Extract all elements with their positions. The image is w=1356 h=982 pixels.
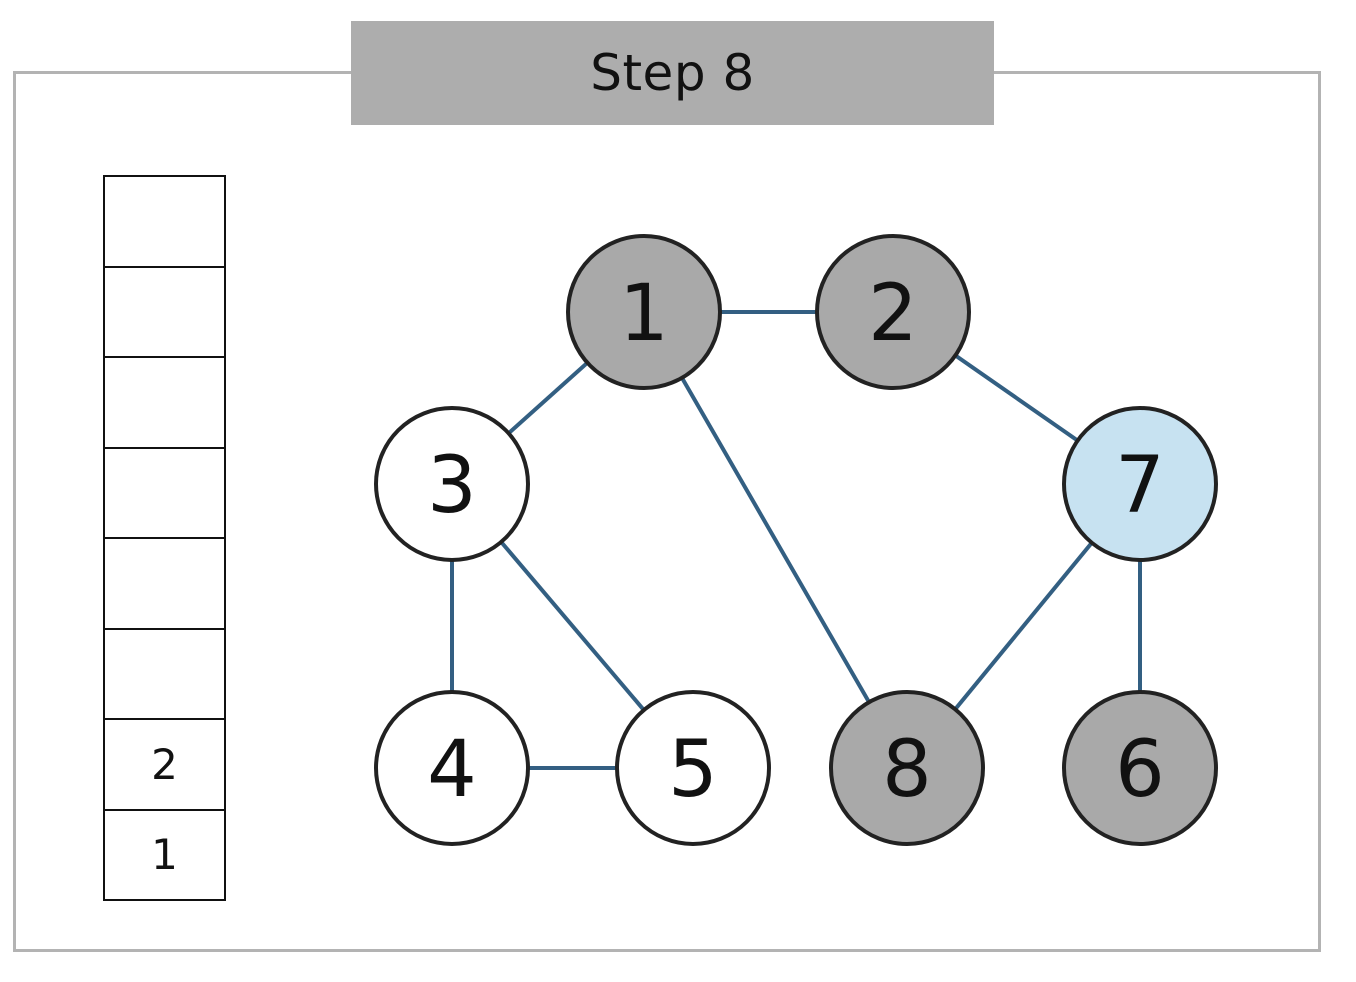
node-6: 6 [1062, 690, 1218, 846]
node-circle-7 [1062, 406, 1218, 562]
node-circle-1 [566, 234, 722, 390]
stack-cell [105, 356, 224, 447]
node-8: 8 [829, 690, 985, 846]
step-title: Step 8 [590, 44, 755, 102]
node-4: 4 [374, 690, 530, 846]
node-circle-8 [829, 690, 985, 846]
stack-cell [105, 627, 224, 719]
node-label-1: 1 [619, 269, 669, 359]
node-label-5: 5 [668, 725, 718, 815]
node-1: 1 [566, 234, 722, 390]
node-label-8: 8 [882, 725, 932, 815]
stack-panel: 2 1 [103, 175, 226, 901]
stack-cell [105, 537, 224, 628]
node-circle-3 [374, 406, 530, 562]
stack-cell [105, 265, 224, 357]
node-label-2: 2 [868, 269, 918, 359]
node-label-6: 6 [1115, 725, 1165, 815]
node-3: 3 [374, 406, 530, 562]
node-label-7: 7 [1115, 441, 1165, 531]
edge-1-8 [642, 311, 909, 769]
node-circle-4 [374, 690, 530, 846]
stack-cell: 1 [105, 808, 224, 900]
step-banner: Step 8 [351, 21, 994, 125]
edge-layer [450, 310, 1142, 770]
node-circle-6 [1062, 690, 1218, 846]
node-layer: 1 2 3 7 4 5 8 6 [374, 234, 1218, 846]
node-5: 5 [615, 690, 771, 846]
node-label-3: 3 [427, 441, 477, 531]
stack-cell: 2 [105, 718, 224, 809]
stack-cell [105, 446, 224, 538]
node-7: 7 [1062, 406, 1218, 562]
node-circle-2 [815, 234, 971, 390]
node-2: 2 [815, 234, 971, 390]
node-circle-5 [615, 690, 771, 846]
node-label-4: 4 [427, 725, 477, 815]
